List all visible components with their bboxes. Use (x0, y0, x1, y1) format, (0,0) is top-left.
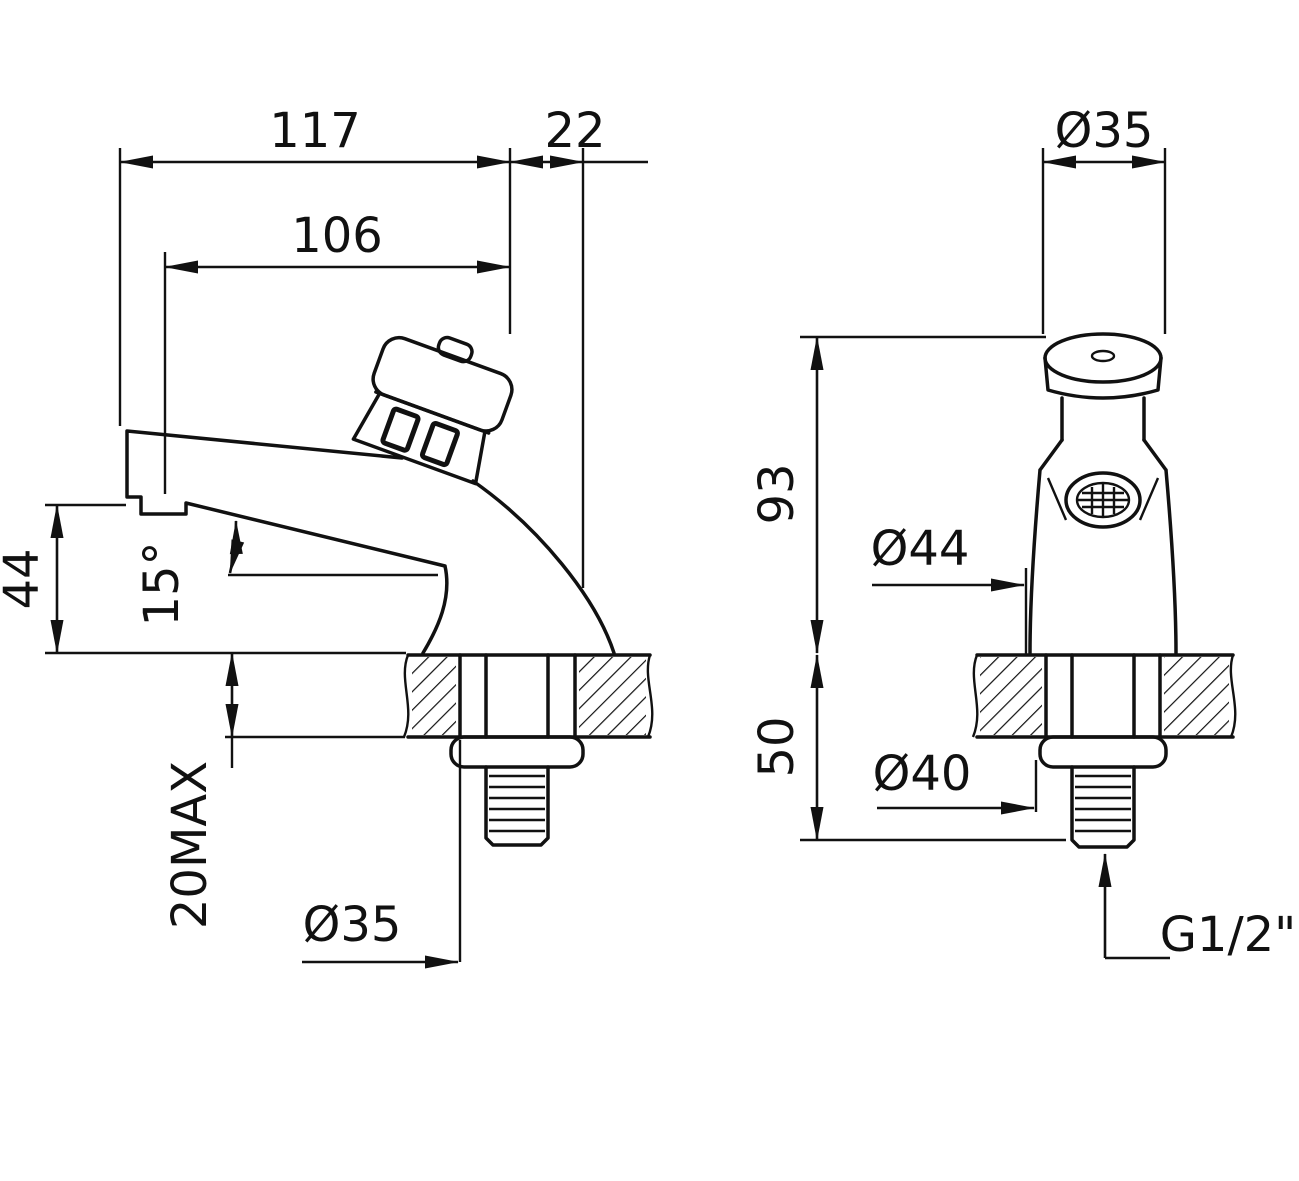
side-push-button (351, 335, 514, 486)
front-tap-body (1028, 438, 1178, 655)
front-deck-hole-edges (1044, 653, 1162, 739)
front-neck (1060, 396, 1146, 442)
side-button-divider (374, 390, 491, 435)
dim-44-label: 44 (0, 548, 50, 609)
dim-arc-15deg (228, 520, 245, 574)
dim-22-label: 22 (544, 103, 605, 159)
dim-dia35-front-label: Ø35 (1055, 103, 1154, 159)
front-shank-through-deck (1070, 653, 1136, 739)
deck-hatch-left-a (412, 657, 456, 735)
side-button-knob (436, 335, 474, 364)
side-tap-body (125, 429, 616, 655)
dim-106-label: 106 (291, 208, 383, 264)
side-view: 117 22 106 44 15° 20MAX Ø35 (0, 103, 654, 969)
side-button-slot-left (380, 406, 421, 453)
side-button-slot-right (419, 421, 460, 468)
side-dimensions: 117 22 106 44 15° 20MAX Ø35 (0, 103, 648, 969)
dim-117-label: 117 (269, 103, 361, 159)
front-cap-center-hole (1090, 349, 1116, 363)
front-body-facets (1046, 477, 1160, 521)
front-flange-washer (1038, 735, 1168, 769)
deck-hatch-left-b (579, 657, 646, 735)
front-shank-assembly (1038, 735, 1168, 849)
side-extension-lines (45, 148, 648, 962)
deck-hatch-right-b (1164, 657, 1229, 735)
dim-15deg-label: 15° (134, 541, 190, 626)
side-deck-breaks (402, 654, 654, 738)
side-flange-washer (449, 735, 585, 769)
side-shank-assembly (449, 735, 585, 847)
front-threaded-shank (1070, 765, 1136, 849)
front-cap-sides (1043, 356, 1163, 400)
dim-93-label: 93 (749, 463, 805, 524)
dim-dia35-side-label: Ø35 (303, 897, 402, 953)
front-dimensions: Ø35 93 50 Ø44 Ø40 G1/2" (749, 103, 1296, 963)
front-thread-lines (1075, 774, 1131, 833)
dim-20max-label: 20MAX (162, 761, 218, 929)
side-deck-hole-edges (458, 653, 577, 739)
side-shank-through-deck (484, 653, 550, 739)
front-push-button (1043, 332, 1163, 442)
front-outlet-mesh (1078, 483, 1128, 517)
front-cap-top (1043, 332, 1163, 384)
side-thread-lines (489, 774, 545, 833)
front-view: Ø35 93 50 Ø44 Ø40 G1/2" (749, 103, 1296, 963)
dim-dia40-label: Ø40 (873, 746, 972, 802)
side-threaded-shank (484, 765, 550, 847)
side-button-skirt (351, 391, 487, 486)
dim-50-label: 50 (749, 716, 805, 777)
front-body-outline (1028, 438, 1178, 655)
deck-hatch-right-a (980, 657, 1042, 735)
side-mounting-deck (402, 653, 654, 739)
front-deck-breaks (971, 654, 1237, 738)
front-spout-outlet-outer (1064, 471, 1142, 529)
dim-dia44-label: Ø44 (871, 521, 970, 577)
front-mounting-deck (971, 653, 1237, 739)
side-spout-outline (125, 429, 616, 655)
dim-g12-label: G1/2" (1160, 907, 1297, 963)
front-extension-lines (800, 148, 1170, 960)
